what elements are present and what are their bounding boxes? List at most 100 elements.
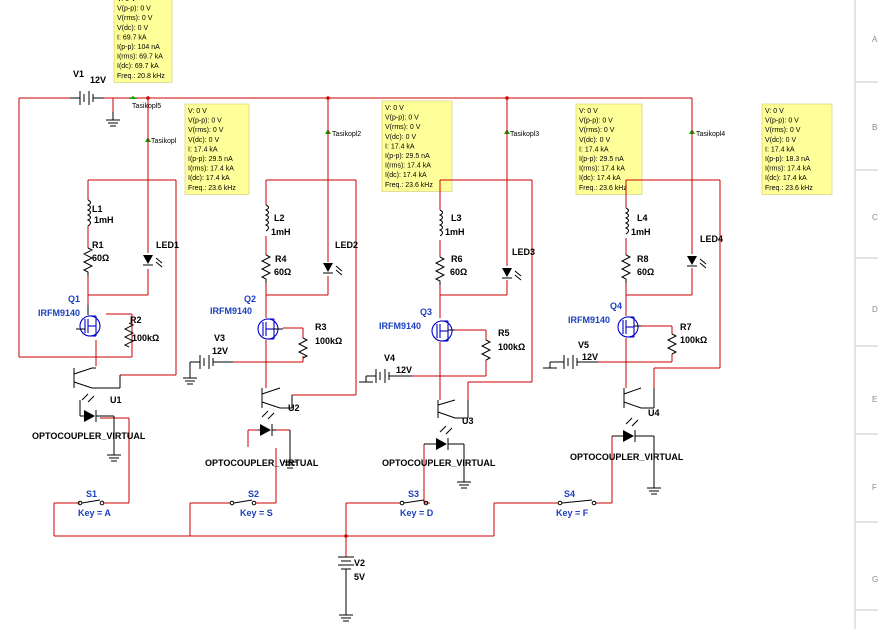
probe-line: V: 0 V [117, 0, 136, 3]
stage-1-wires[interactable] [53, 98, 177, 536]
optocoupler-u3[interactable] [424, 399, 469, 482]
ground-icon [283, 461, 297, 469]
resistor-r3[interactable] [297, 337, 309, 359]
r1-name: R1 [92, 240, 104, 250]
probe-line: V(rms): 0 V [117, 15, 153, 22]
q3-name: Q3 [420, 307, 432, 317]
probe-line: V: 0 V [579, 108, 598, 115]
u2-name: U2 [288, 403, 300, 413]
r5-name: R5 [498, 328, 510, 338]
led-4[interactable] [687, 256, 707, 269]
u4-name: U4 [648, 408, 660, 418]
l3-name: L3 [451, 213, 462, 223]
r4-name: R4 [275, 254, 287, 264]
switch-s2[interactable] [229, 499, 276, 506]
stage-4-wires[interactable] [493, 98, 721, 536]
probe-line: V(p-p): 0 V [188, 118, 222, 125]
probe-tag-5[interactable]: Tasikopl5 [129, 96, 161, 110]
led4-name: LED4 [700, 234, 723, 244]
resistor-r5[interactable] [480, 339, 492, 361]
probe-readout-2[interactable]: V: 0 VV(p-p): 0 VV(rms): 0 VV(dc): 0 VI:… [184, 103, 250, 195]
resistor-r7[interactable] [666, 333, 678, 355]
probe-line: V(dc): 0 V [579, 137, 610, 144]
battery-v5[interactable] [543, 355, 598, 369]
probe-readout-5[interactable]: V: 0 VV(p-p): 0 VV(rms): 0 VV(dc): 0 VI:… [761, 103, 833, 195]
q3-model: IRFM9140 [379, 321, 421, 331]
probe-line: I(dc): 17.4 kA [765, 175, 807, 182]
inductor-l4[interactable] [624, 207, 629, 235]
l1-name: L1 [92, 204, 103, 214]
optocoupler-u4[interactable] [612, 387, 655, 488]
probe-line: I(rms): 17.4 kA [765, 166, 811, 173]
probe-line: Freq.: 20.8 kHz [117, 73, 165, 80]
mosfet-q4[interactable] [617, 316, 641, 338]
resistor-r8[interactable] [620, 254, 632, 283]
l4-name: L4 [637, 213, 648, 223]
v1-name: V1 [73, 69, 84, 79]
optocoupler-u2[interactable] [258, 387, 293, 462]
battery-v3[interactable] [183, 355, 233, 385]
mosfet-q2[interactable] [257, 318, 283, 340]
probe-readout-1[interactable]: V: 0 VV(p-p): 0 VV(rms): 0 VV(dc): 0 VI:… [113, 0, 173, 83]
resistor-r4[interactable] [260, 254, 272, 283]
border-label-d: D [872, 305, 878, 314]
probe-tag-4[interactable]: Tasikopl4 [689, 129, 725, 138]
resistor-r1[interactable] [82, 247, 94, 276]
probe-line: I(p-p): 104 nA [117, 44, 160, 51]
resistor-r2[interactable] [123, 322, 135, 348]
svg-text:Tasikopl3: Tasikopl3 [510, 131, 539, 138]
mosfet-q3[interactable] [431, 320, 455, 342]
s2-key: Key = S [240, 508, 273, 518]
battery-v1[interactable] [70, 91, 104, 105]
u3-type: OPTOCOUPLER_VIRTUAL [382, 458, 496, 468]
resistor-r6[interactable] [434, 256, 446, 285]
ground-icon [106, 112, 120, 127]
stage-3-wires[interactable] [345, 98, 533, 557]
u3-name: U3 [462, 416, 474, 426]
v5-name: V5 [578, 340, 589, 350]
inductor-l2[interactable] [264, 204, 269, 232]
probe-tag-1[interactable]: Tasikopl [145, 137, 177, 145]
probe-tag-2[interactable]: Tasikopl2 [325, 129, 361, 138]
probe-readout-4[interactable]: V: 0 VV(p-p): 0 VV(rms): 0 VV(dc): 0 VI:… [575, 103, 643, 195]
svg-text:Tasikopl4: Tasikopl4 [696, 131, 725, 138]
probe-readout-3[interactable]: V: 0 VV(p-p): 0 VV(rms): 0 VV(dc): 0 VI:… [381, 100, 453, 192]
probe-line: I: 17.4 kA [188, 146, 218, 153]
v3-value: 12V [212, 346, 228, 356]
probe-tag-3[interactable]: Tasikopl3 [504, 129, 539, 138]
u4-type: OPTOCOUPLER_VIRTUAL [570, 452, 684, 462]
probe-line: V(p-p): 0 V [579, 118, 613, 125]
led-2[interactable] [323, 263, 343, 276]
stage-2-wires[interactable] [189, 98, 357, 536]
optocoupler-u1[interactable] [73, 367, 121, 455]
s4-key: Key = F [556, 508, 589, 518]
probe-line: V(rms): 0 V [188, 127, 224, 134]
border-label-f: F [872, 483, 877, 492]
s1-name: S1 [86, 489, 97, 499]
switch-s4[interactable] [557, 499, 597, 506]
led-1[interactable] [143, 255, 163, 268]
switch-s3[interactable] [399, 499, 429, 506]
mosfet-q1[interactable] [76, 305, 101, 337]
probe-line: V(rms): 0 V [579, 127, 615, 134]
v4-name: V4 [384, 353, 395, 363]
q1-model: IRFM9140 [38, 308, 80, 318]
svg-text:Tasikopl: Tasikopl [151, 138, 177, 145]
battery-v2[interactable] [338, 556, 354, 622]
r8-name: R8 [637, 254, 649, 264]
led2-name: LED2 [335, 240, 358, 250]
probe-line: I(dc): 17.4 kA [385, 172, 427, 179]
led-3[interactable] [502, 268, 522, 281]
probe-line: V(dc): 0 V [188, 137, 219, 144]
ground-icon [457, 481, 471, 489]
inductor-l3[interactable] [438, 209, 443, 237]
probe-line: Freq.: 23.6 kHz [188, 185, 236, 192]
inductor-l1[interactable] [86, 199, 91, 227]
switch-s1[interactable] [77, 499, 130, 506]
v5-value: 12V [582, 352, 598, 362]
probe-line: I: 17.4 kA [385, 143, 415, 150]
ground-icon [107, 454, 121, 462]
r8-value: 60Ω [637, 267, 654, 277]
battery-v4[interactable] [359, 369, 412, 383]
